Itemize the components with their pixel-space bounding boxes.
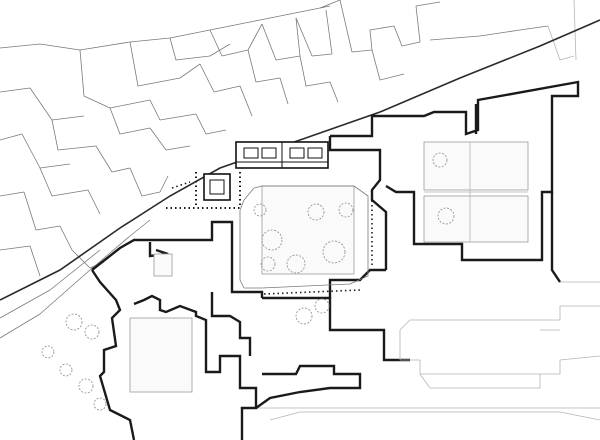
courtyard-central [261, 185, 355, 275]
dotted-boundaries [166, 172, 373, 295]
small-court [153, 253, 173, 277]
trees [41, 152, 455, 411]
east-context-buildings [399, 281, 600, 389]
courtyards [129, 141, 529, 393]
courtyard-south-west [129, 317, 193, 393]
new-building-block [203, 141, 329, 201]
main-building-outline [91, 80, 580, 440]
courtyard-north-east [423, 141, 529, 191]
central-site-perimeter [239, 185, 369, 289]
courtyard-east [423, 195, 529, 243]
context-building-outlines [0, 0, 577, 277]
